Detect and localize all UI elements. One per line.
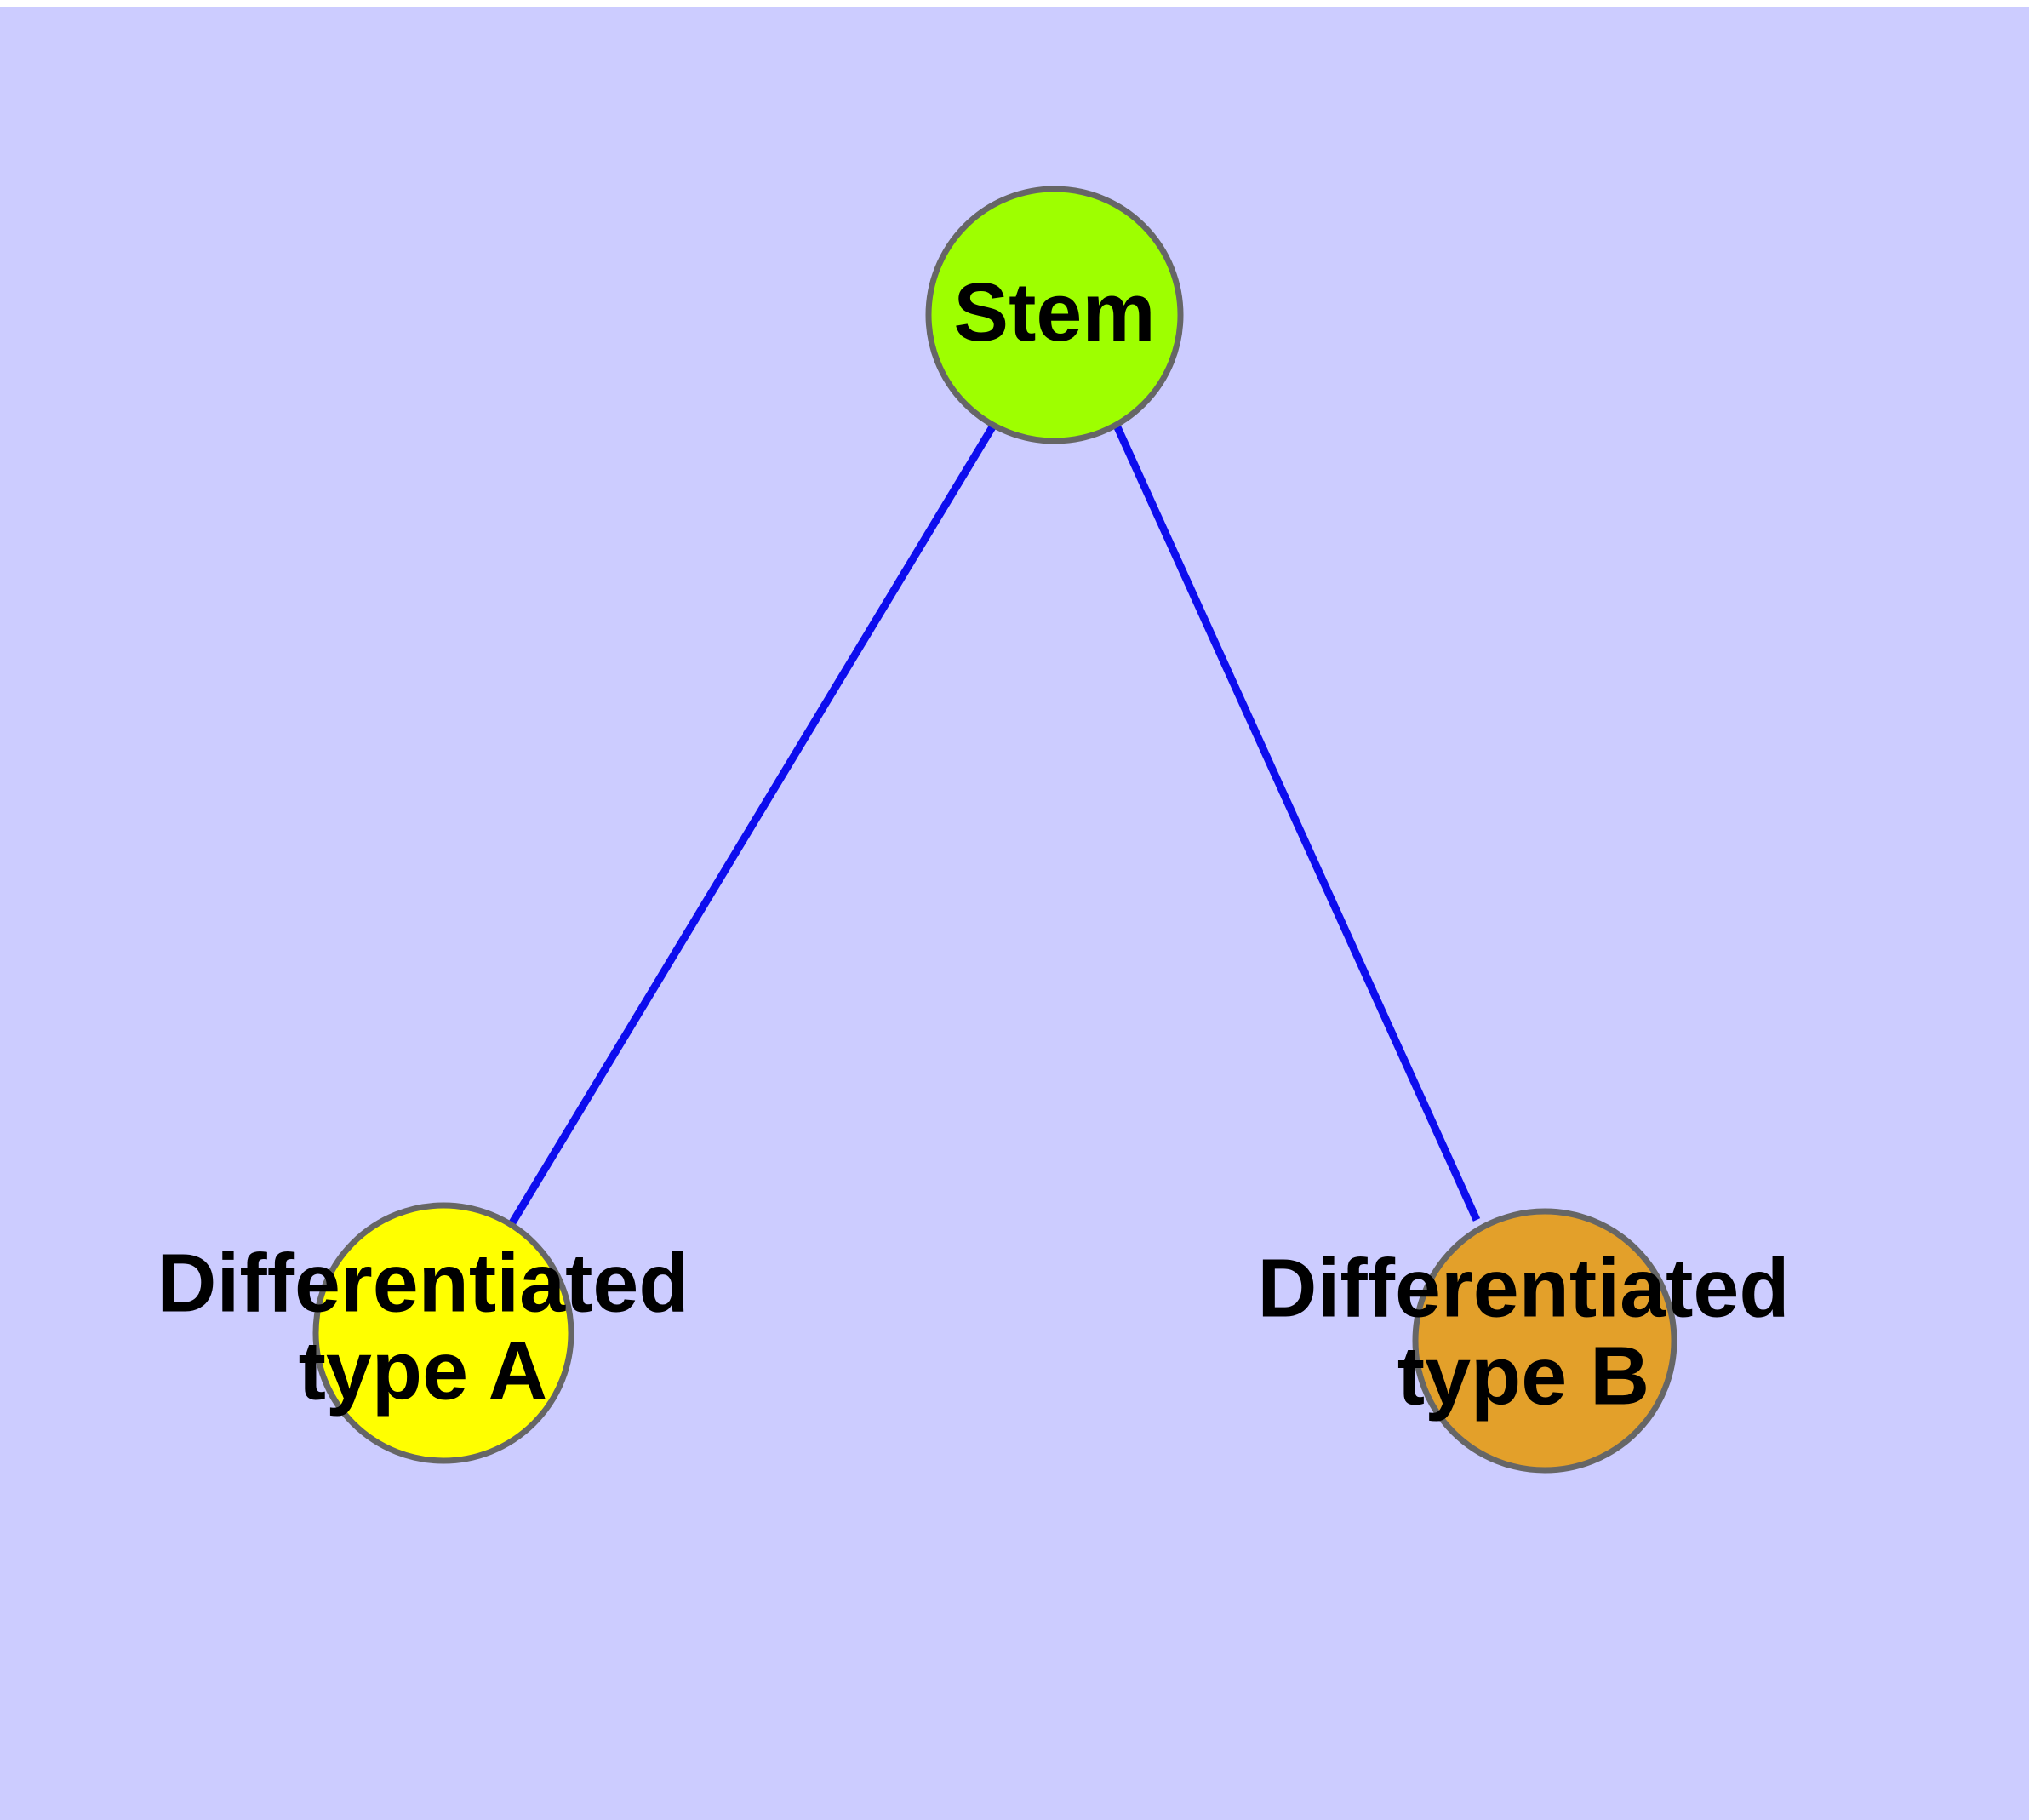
graph-node-diff-a[interactable] (312, 1202, 574, 1464)
top-white-strip (0, 0, 2029, 7)
edges-layer (508, 423, 1481, 1227)
graph-node-diff-b[interactable] (1412, 1208, 1677, 1474)
nodes-layer (312, 186, 1677, 1474)
label-line: Differentiated (1257, 1241, 1789, 1334)
label-line: type A (299, 1324, 548, 1417)
label-line: type B (1397, 1329, 1649, 1422)
graph-node-stem[interactable] (925, 186, 1184, 444)
graph-node-label-stem: Stem (953, 266, 1155, 358)
graph-edge-stem-to-diff-a (508, 423, 997, 1227)
graph-edge-stem-to-diff-b (1113, 426, 1481, 1222)
label-line: Stem (953, 266, 1155, 358)
label-line: Differentiated (157, 1236, 689, 1329)
